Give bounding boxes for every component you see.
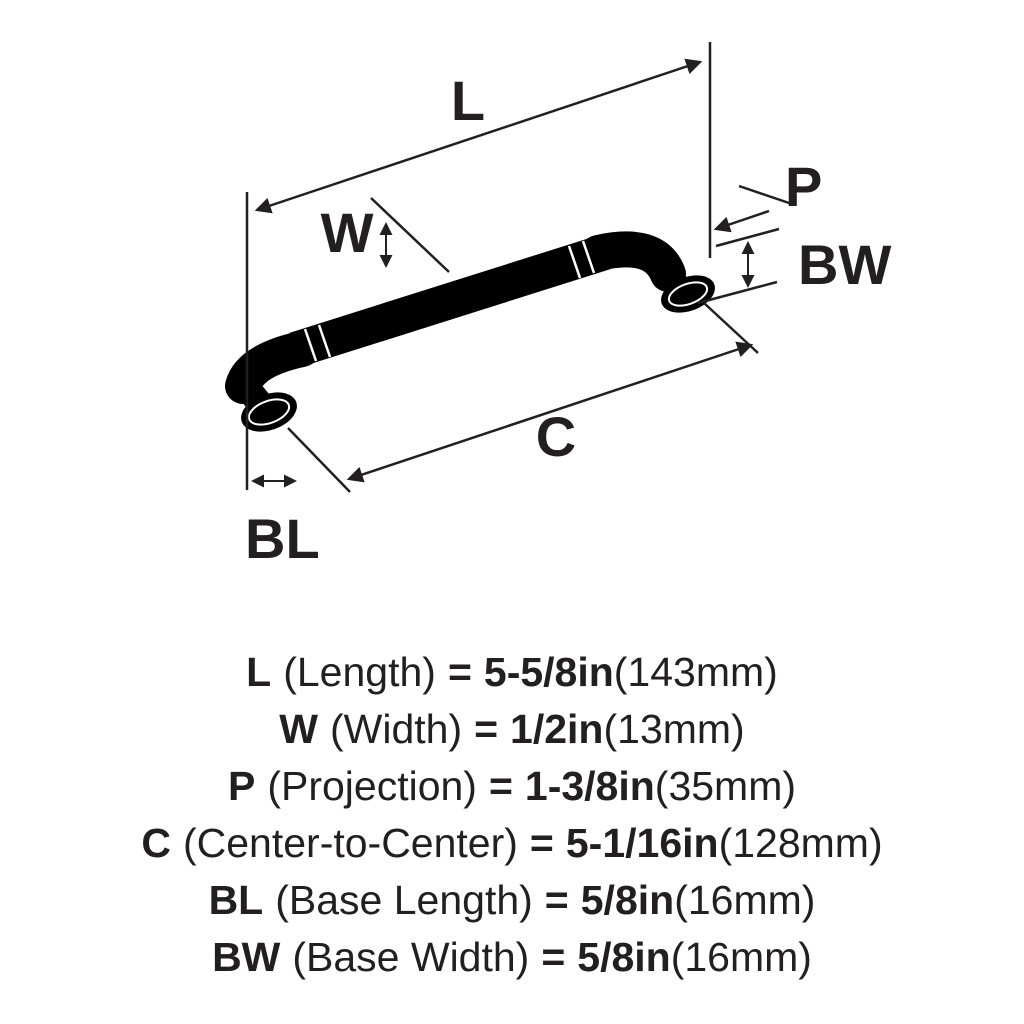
spec-row-width: W(Width)=1/2in(13mm)	[0, 701, 1024, 758]
spec-value: 1/2in	[510, 706, 604, 752]
spec-label: (Base Width)	[292, 934, 530, 980]
spec-metric: (128mm)	[718, 820, 883, 866]
label-projection: P	[785, 155, 822, 218]
spec-key: W	[279, 706, 318, 752]
spec-key: C	[141, 820, 171, 866]
spec-label: (Base Length)	[275, 877, 533, 923]
diagram-svg: L W P BW C BL	[225, 42, 891, 570]
handle-right-base-rim	[667, 281, 709, 307]
dim-line-length	[254, 58, 703, 214]
spec-equals: =	[544, 877, 569, 923]
spec-metric: (16mm)	[674, 877, 816, 923]
spec-list: L(Length)=5-5/8in(143mm) W(Width)=1/2in(…	[0, 644, 1024, 986]
extension-line-basewidth-top	[715, 227, 780, 248]
spec-equals: =	[529, 820, 554, 866]
dimension-lines	[245, 42, 793, 493]
handle-left-base-rim	[247, 398, 291, 426]
spec-key: BL	[208, 877, 264, 923]
spec-label: (Center-to-Center)	[182, 820, 518, 866]
spec-equals: =	[488, 763, 513, 809]
extension-line-basewidth-bottom	[697, 280, 778, 305]
spec-metric: (16mm)	[670, 934, 812, 980]
dimension-diagram: L W P BW C BL	[225, 42, 891, 570]
spec-row-base-length: BL(Base Length)=5/8in(16mm)	[0, 872, 1024, 929]
spec-equals: =	[541, 934, 566, 980]
spec-value: 5/8in	[577, 934, 671, 980]
label-width: W	[321, 201, 374, 264]
spec-row-base-width: BW(Base Width)=5/8in(16mm)	[0, 929, 1024, 986]
spec-row-length: L(Length)=5-5/8in(143mm)	[0, 644, 1024, 701]
handle-illustration	[225, 231, 715, 432]
extension-line-projection	[738, 184, 793, 206]
spec-equals: =	[474, 706, 499, 752]
spec-metric: (143mm)	[613, 649, 778, 695]
extension-line-center-left	[287, 427, 351, 493]
spec-metric: (13mm)	[603, 706, 745, 752]
spec-value: 1-3/8in	[524, 763, 655, 809]
handle-left-bend	[225, 331, 320, 404]
spec-value: 5/8in	[580, 877, 675, 923]
spec-label: (Width)	[329, 706, 463, 752]
spec-key: BW	[212, 934, 281, 980]
spec-key: P	[227, 763, 256, 809]
label-length: L	[451, 69, 485, 132]
label-base-length: BL	[245, 507, 320, 570]
spec-key: L	[246, 649, 272, 695]
spec-value: 5-1/16in	[565, 820, 719, 866]
spec-value: 5-5/8in	[483, 649, 614, 695]
spec-metric: (35mm)	[654, 763, 797, 809]
label-center: C	[536, 405, 576, 468]
spec-label: (Projection)	[267, 763, 477, 809]
handle-left-base	[241, 392, 297, 432]
handle-right-bend	[580, 231, 686, 292]
spec-equals: =	[447, 649, 472, 695]
handle-ring-grooves	[303, 240, 596, 362]
spec-label: (Length)	[283, 649, 436, 695]
handle-bar	[289, 234, 611, 368]
dimension-labels: L W P BW C BL	[245, 69, 891, 570]
extension-line-width	[370, 197, 450, 273]
spec-row-projection: P(Projection)=1-3/8in(35mm)	[0, 758, 1024, 815]
dim-line-center	[346, 341, 754, 483]
spec-row-center-to-center: C(Center-to-Center)=5-1/16in(128mm)	[0, 815, 1024, 872]
label-base-width: BW	[798, 233, 891, 296]
dim-arrow-projection	[713, 209, 770, 233]
